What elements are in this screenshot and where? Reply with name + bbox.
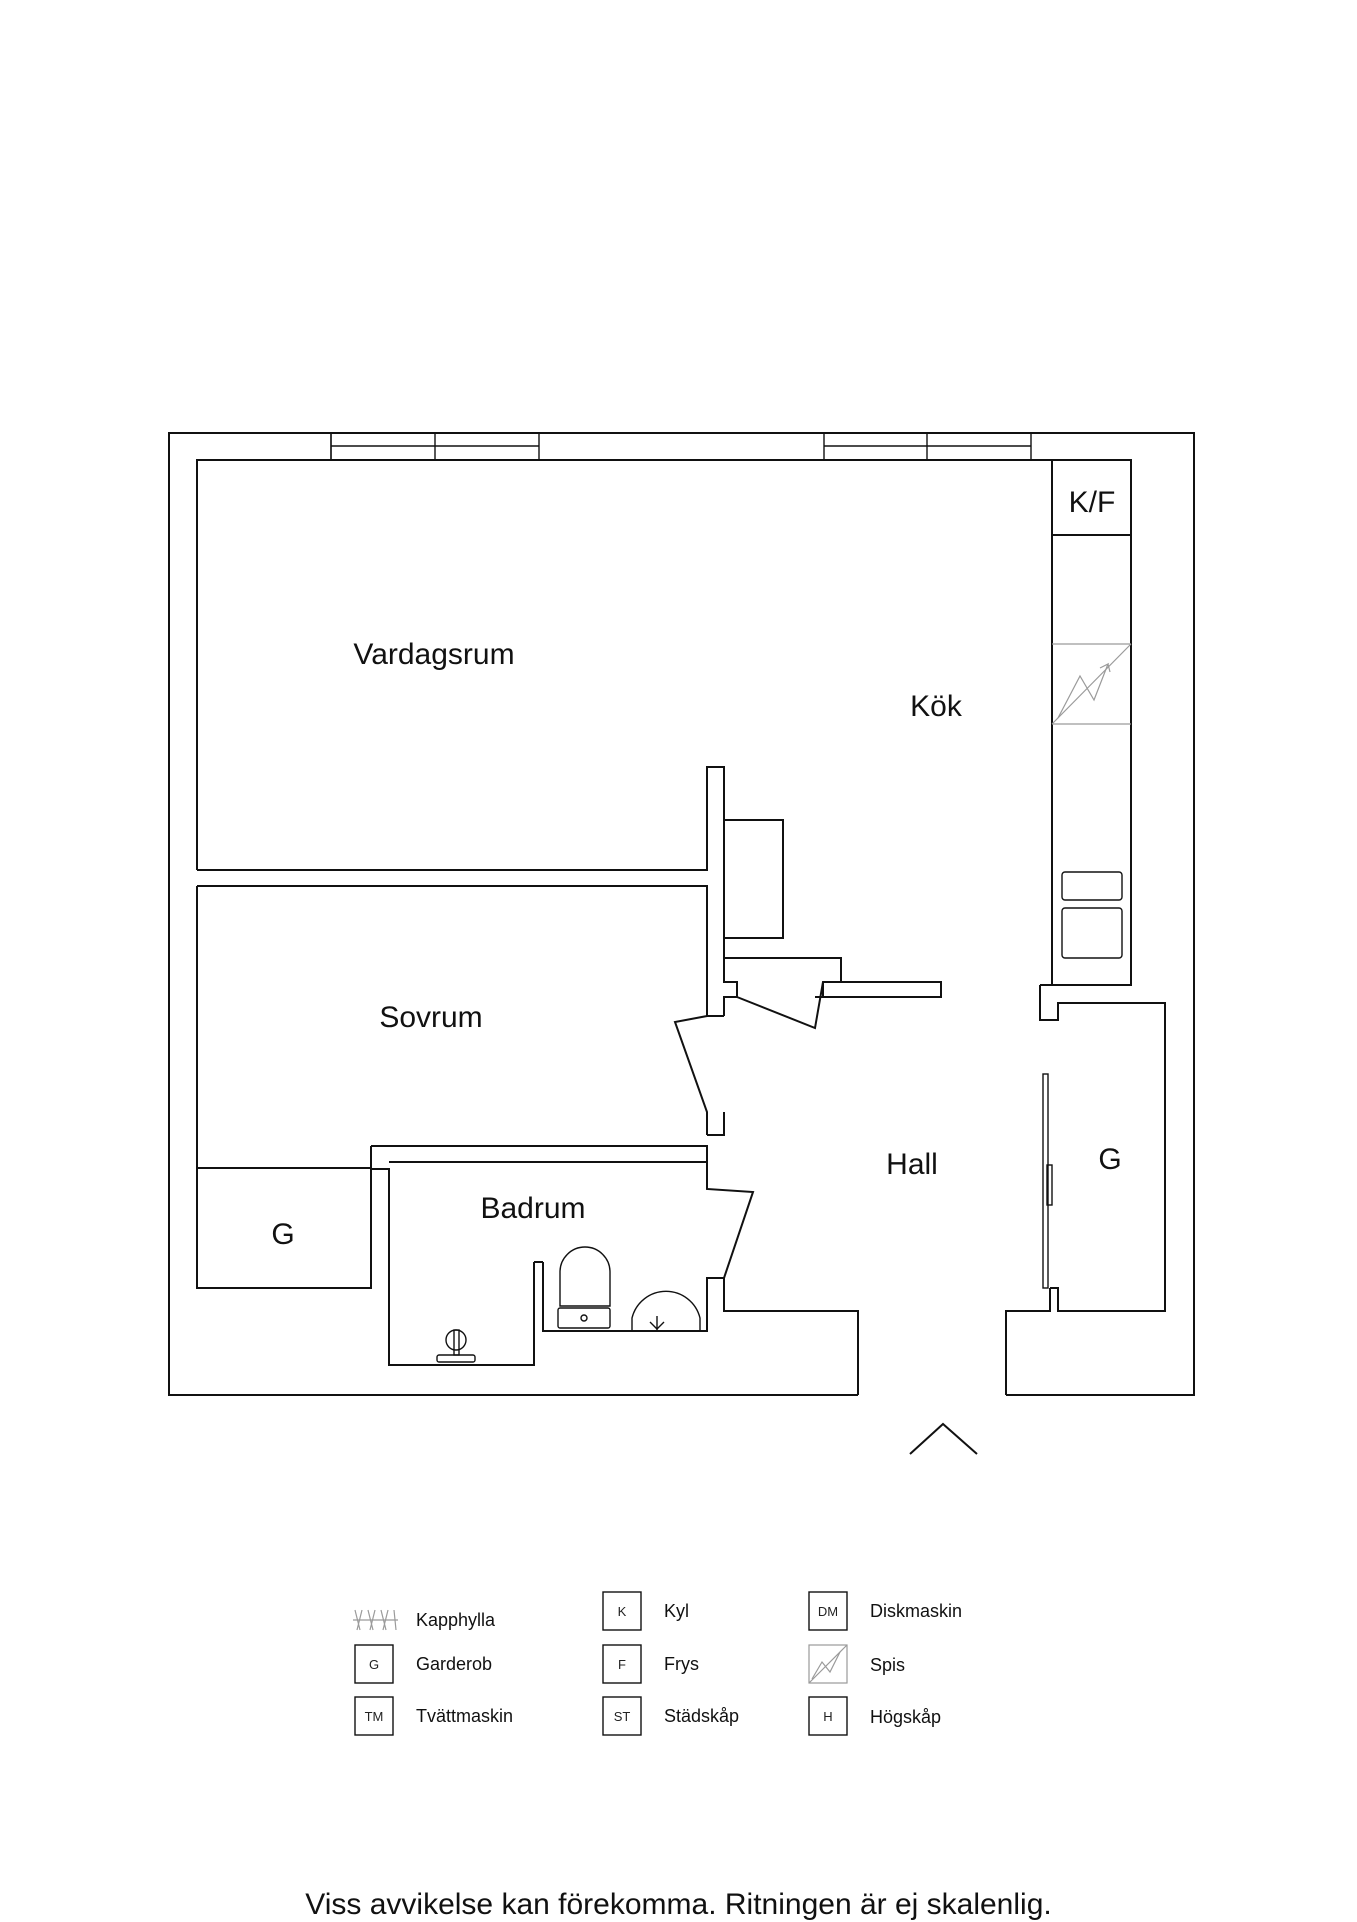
- box-icon: [602, 1644, 642, 1684]
- room-label-hall: Hall: [886, 1148, 938, 1181]
- outer-walls: [168, 432, 1195, 1396]
- svg-text:DM: DM: [818, 1604, 838, 1619]
- box-icon: [602, 1696, 642, 1736]
- room-label-sovrum: Sovrum: [379, 1001, 482, 1034]
- coat-rack-icon: [353, 1609, 398, 1631]
- legend-item-kapphylla: Kapphylla: [353, 1609, 496, 1631]
- interior-walls: [196, 766, 1166, 1366]
- room-label-kok: Kök: [910, 690, 963, 723]
- svg-text:Diskmaskin: Diskmaskin: [870, 1601, 962, 1621]
- room-label-garderob-right: G: [1098, 1143, 1121, 1176]
- svg-text:Spis: Spis: [870, 1655, 905, 1675]
- svg-text:Tvättmaskin: Tvättmaskin: [416, 1706, 513, 1726]
- svg-text:K: K: [618, 1604, 627, 1619]
- room-label-vardagsrum: Vardagsrum: [353, 638, 514, 671]
- legend-item-garderob: G Garderob: [354, 1644, 492, 1684]
- legend-item-diskmaskin: DM Diskmaskin: [808, 1591, 962, 1631]
- stove-icon: [808, 1644, 848, 1684]
- box-icon: [354, 1644, 394, 1684]
- entrance-arrow-icon: [909, 1422, 978, 1455]
- svg-text:Kyl: Kyl: [664, 1601, 689, 1621]
- box-icon: [354, 1696, 394, 1736]
- legend: Kapphylla G Garderob TM Tvättmaskin K Ky…: [353, 1591, 962, 1736]
- svg-text:Kapphylla: Kapphylla: [416, 1610, 496, 1630]
- svg-text:F: F: [618, 1657, 626, 1672]
- legend-item-kyl: K Kyl: [602, 1591, 689, 1631]
- svg-text:ST: ST: [614, 1709, 631, 1724]
- bathroom-fixtures: [436, 1246, 701, 1363]
- box-icon: [808, 1591, 848, 1631]
- legend-item-hogskap: H Högskåp: [808, 1696, 941, 1736]
- room-label-badrum: Badrum: [480, 1192, 585, 1225]
- svg-text:H: H: [823, 1709, 832, 1724]
- room-label-garderob-left: G: [271, 1218, 294, 1251]
- svg-text:Garderob: Garderob: [416, 1654, 492, 1674]
- svg-text:Städskåp: Städskåp: [664, 1706, 739, 1726]
- disclaimer: Viss avvikelse kan förekomma. Ritningen …: [305, 1888, 1052, 1921]
- room-label-kf: K/F: [1069, 486, 1116, 519]
- svg-text:G: G: [369, 1657, 379, 1672]
- legend-item-frys: F Frys: [602, 1644, 699, 1684]
- legend-item-spis: Spis: [808, 1644, 905, 1684]
- kitchen-counter: [1051, 459, 1132, 986]
- box-icon: [602, 1591, 642, 1631]
- stove-icon: [1057, 662, 1111, 719]
- svg-text:Frys: Frys: [664, 1654, 699, 1674]
- windows: [330, 432, 1032, 461]
- box-icon: [808, 1696, 848, 1736]
- legend-item-stadskap: ST Städskåp: [602, 1696, 739, 1736]
- svg-text:Högskåp: Högskåp: [870, 1707, 941, 1727]
- legend-item-tvattmaskin: TM Tvättmaskin: [354, 1696, 513, 1736]
- svg-text:TM: TM: [365, 1709, 384, 1724]
